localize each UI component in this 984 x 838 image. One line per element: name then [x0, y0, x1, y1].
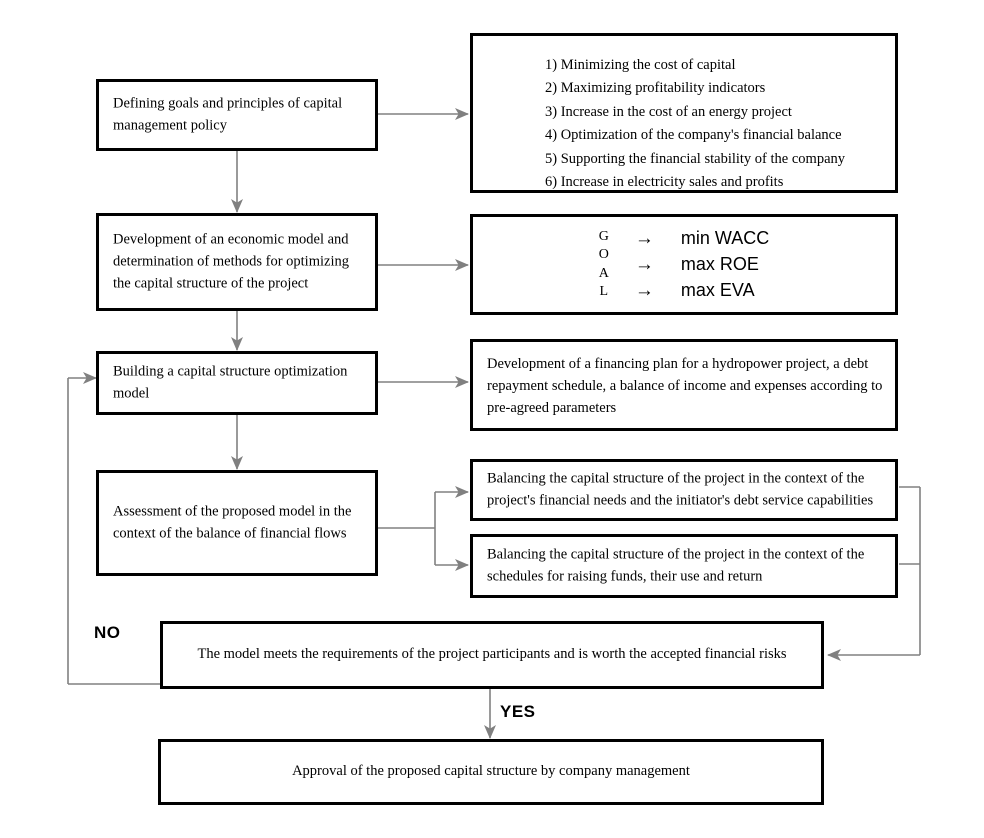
balancing-box-financial-needs[interactable]: Balancing the capital structure of the p… — [470, 459, 898, 521]
step-box-assessment[interactable]: Assessment of the proposed model in the … — [96, 470, 378, 576]
goal-item: 3) Increase in the cost of an energy pro… — [545, 103, 792, 120]
step-box-assessment-text: Assessment of the proposed model in the … — [113, 503, 352, 541]
goal-item: 4) Optimization of the company's financi… — [545, 127, 842, 144]
goal-letter-g: G — [598, 228, 609, 244]
goal-objective-row: → max ROE — [635, 254, 769, 275]
goal-objective-row: → min WACC — [635, 228, 769, 249]
decision-box-text: The model meets the requirements of the … — [197, 646, 787, 663]
financing-plan-box-text: Development of a financing plan for a hy… — [487, 356, 883, 416]
goals-list-box[interactable]: 1) Minimizing the cost of capital 2) Max… — [470, 33, 898, 193]
goal-letter-o: O — [598, 246, 609, 262]
step-box-economic-model[interactable]: Development of an economic model and det… — [96, 213, 378, 311]
right-arrow-icon: → — [634, 228, 654, 249]
step-box-defining-goals[interactable]: Defining goals and principles of capital… — [96, 79, 378, 151]
branch-label-yes: YES — [500, 702, 536, 721]
goal-item: 5) Supporting the financial stability of… — [545, 150, 846, 167]
final-approval-box[interactable]: Approval of the proposed capital structu… — [158, 739, 824, 805]
goal-letter-a: A — [598, 265, 609, 281]
goal-acronym-grid: G O A L → min WACC → max ROE → max EVA — [473, 227, 895, 301]
financing-plan-box[interactable]: Development of a financing plan for a hy… — [470, 339, 898, 431]
branch-label-no: NO — [94, 623, 121, 642]
step-box-optimization-model-text: Building a capital structure optimizatio… — [113, 363, 348, 401]
right-arrow-icon: → — [634, 254, 654, 275]
balancing-box-schedules-text: Balancing the capital structure of the p… — [487, 546, 865, 584]
goal-acronym-box[interactable]: G O A L → min WACC → max ROE → max EVA — [470, 214, 898, 315]
step-box-optimization-model[interactable]: Building a capital structure optimizatio… — [96, 351, 378, 415]
goal-item: 6) Increase in electricity sales and pro… — [545, 174, 784, 191]
decision-box-model-meets-requirements[interactable]: The model meets the requirements of the … — [160, 621, 824, 689]
goals-list: 1) Minimizing the cost of capital 2) Max… — [545, 54, 845, 195]
step-box-economic-model-text: Development of an economic model and det… — [113, 231, 349, 291]
step-box-defining-goals-text: Defining goals and principles of capital… — [113, 95, 343, 133]
goal-objective-value: max EVA — [680, 280, 755, 300]
goal-letter-l: L — [599, 284, 609, 300]
right-arrow-icon: → — [634, 280, 654, 301]
goal-acronym-letters: G O A L — [599, 227, 609, 301]
balancing-box-financial-needs-text: Balancing the capital structure of the p… — [487, 470, 874, 508]
goal-objective-value: min WACC — [680, 228, 770, 248]
goal-item: 1) Minimizing the cost of capital — [545, 57, 736, 73]
goal-objective-row: → max EVA — [635, 280, 769, 301]
goal-objective-rows: → min WACC → max ROE → max EVA — [635, 228, 769, 301]
final-approval-box-text: Approval of the proposed capital structu… — [292, 763, 690, 780]
goal-item: 2) Maximizing profitability indicators — [545, 80, 766, 97]
balancing-box-schedules[interactable]: Balancing the capital structure of the p… — [470, 534, 898, 598]
goal-objective-value: max ROE — [680, 254, 759, 274]
